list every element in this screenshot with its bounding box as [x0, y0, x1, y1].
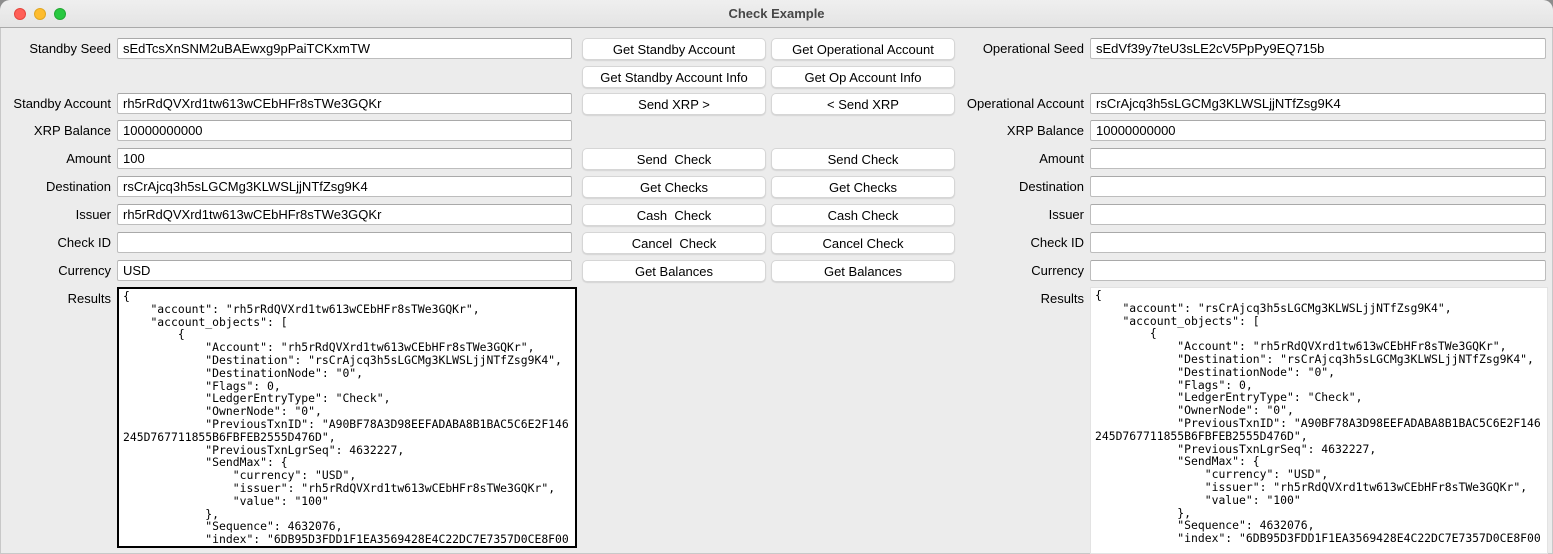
operational-seed-label: Operational Seed [982, 41, 1084, 56]
close-window-button[interactable] [14, 8, 26, 20]
standby-check-id-label: Check ID [57, 235, 111, 250]
operational-get-checks-button[interactable]: Get Checks [771, 176, 955, 198]
minimize-window-button[interactable] [34, 8, 46, 20]
standby-xrp-balance-input[interactable] [117, 120, 572, 141]
standby-destination-input[interactable] [117, 176, 572, 197]
operational-xrp-balance-input[interactable] [1090, 120, 1546, 141]
standby-account-label: Standby Account [13, 96, 111, 111]
operational-check-id-input[interactable] [1090, 232, 1546, 253]
operational-xrp-balance-label: XRP Balance [1006, 123, 1084, 138]
standby-cash-check-button[interactable]: Cash Check [582, 204, 766, 226]
standby-seed-input[interactable] [117, 38, 572, 59]
send-xrp-to-standby-button[interactable]: < Send XRP [771, 93, 955, 115]
standby-cancel-check-button[interactable]: Cancel Check [582, 232, 766, 254]
standby-destination-label: Destination [45, 179, 111, 194]
standby-currency-input[interactable] [117, 260, 572, 281]
operational-cancel-check-button[interactable]: Cancel Check [771, 232, 955, 254]
standby-currency-label: Currency [58, 263, 111, 278]
operational-issuer-label: Issuer [1048, 207, 1084, 222]
standby-get-balances-button[interactable]: Get Balances [582, 260, 766, 282]
window-title: Check Example [728, 6, 825, 21]
operational-cash-check-button[interactable]: Cash Check [771, 204, 955, 226]
standby-send-check-button[interactable]: Send Check [582, 148, 766, 170]
title-bar: Check Example [0, 0, 1553, 28]
operational-currency-label: Currency [1031, 263, 1084, 278]
operational-destination-input[interactable] [1090, 176, 1546, 197]
get-operational-account-info-button[interactable]: Get Op Account Info [771, 66, 955, 88]
standby-issuer-input[interactable] [117, 204, 572, 225]
standby-results-label: Results [67, 291, 111, 306]
operational-results-label: Results [1040, 291, 1084, 306]
operational-send-check-button[interactable]: Send Check [771, 148, 955, 170]
operational-amount-label: Amount [1039, 151, 1084, 166]
standby-account-input[interactable] [117, 93, 572, 114]
operational-destination-label: Destination [1018, 179, 1084, 194]
operational-get-balances-button[interactable]: Get Balances [771, 260, 955, 282]
send-xrp-to-operational-button[interactable]: Send XRP > [582, 93, 766, 115]
operational-results-output[interactable]: { "account": "rsCrAjcq3h5sLGCMg3KLWSLjjN… [1090, 287, 1548, 554]
operational-account-input[interactable] [1090, 93, 1546, 114]
get-standby-account-button[interactable]: Get Standby Account [582, 38, 766, 60]
standby-seed-label: Standby Seed [29, 41, 111, 56]
operational-seed-input[interactable] [1090, 38, 1546, 59]
standby-issuer-label: Issuer [75, 207, 111, 222]
standby-amount-input[interactable] [117, 148, 572, 169]
get-standby-account-info-button[interactable]: Get Standby Account Info [582, 66, 766, 88]
standby-results-output[interactable]: { "account": "rh5rRdQVXrd1tw613wCEbHFr8s… [117, 287, 577, 548]
operational-check-id-label: Check ID [1030, 235, 1084, 250]
standby-xrp-balance-label: XRP Balance [33, 123, 111, 138]
operational-account-label: Operational Account [966, 96, 1084, 111]
standby-check-id-input[interactable] [117, 232, 572, 253]
zoom-window-button[interactable] [54, 8, 66, 20]
get-operational-account-button[interactable]: Get Operational Account [771, 38, 955, 60]
standby-get-checks-button[interactable]: Get Checks [582, 176, 766, 198]
operational-amount-input[interactable] [1090, 148, 1546, 169]
operational-issuer-input[interactable] [1090, 204, 1546, 225]
standby-amount-label: Amount [66, 151, 111, 166]
operational-currency-input[interactable] [1090, 260, 1546, 281]
